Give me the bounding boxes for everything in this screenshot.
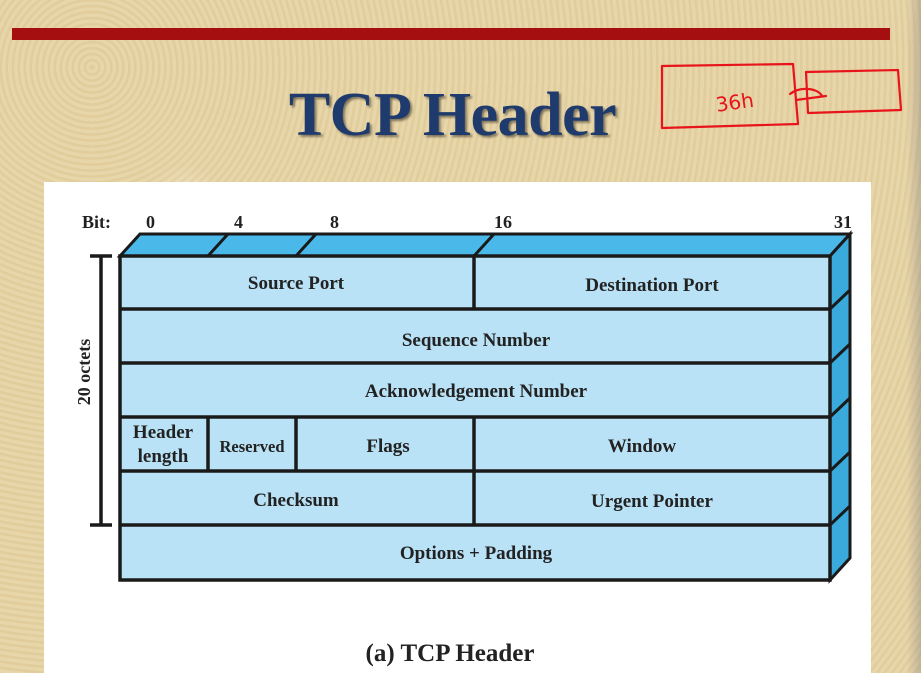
field-flags: Flags — [366, 436, 409, 457]
bit-tick-16: 16 — [494, 212, 512, 232]
field-header-length-line2: length — [138, 446, 189, 467]
top-face-divider-4 — [206, 232, 230, 258]
field-urgent-pointer: Urgent Pointer — [591, 491, 713, 512]
top-face-divider-16 — [472, 232, 496, 258]
bit-tick-0: 0 — [146, 212, 155, 232]
bit-tick-31: 31 — [834, 212, 852, 232]
title-accent-bar — [12, 28, 890, 40]
field-checksum: Checksum — [253, 490, 339, 511]
field-acknowledgement-number: Acknowledgement Number — [365, 381, 588, 402]
field-sequence-number: Sequence Number — [402, 330, 551, 351]
field-destination-port: Destination Port — [585, 275, 719, 296]
field-window: Window — [608, 436, 677, 457]
slide-edge-shadow — [907, 0, 921, 673]
top-face-divider-8 — [294, 232, 318, 258]
slide-title: TCP Header — [288, 81, 617, 149]
bit-tick-4: 4 — [234, 212, 243, 232]
field-reserved: Reserved — [219, 437, 284, 456]
side-face-divider-4 — [828, 450, 852, 473]
bit-tick-8: 8 — [330, 212, 339, 232]
field-source-port: Source Port — [248, 273, 345, 294]
side-face-divider-5 — [828, 504, 852, 527]
side-face-divider-3 — [828, 396, 852, 419]
side-face-divider-1 — [828, 288, 852, 311]
field-options-padding: Options + Padding — [400, 543, 553, 564]
field-header-length-line1: Header — [133, 422, 194, 443]
bit-label: Bit: — [82, 212, 111, 232]
octets-label: 20 octets — [74, 339, 94, 405]
diagram-caption: (a) TCP Header — [366, 640, 535, 667]
side-face-divider-2 — [828, 342, 852, 365]
